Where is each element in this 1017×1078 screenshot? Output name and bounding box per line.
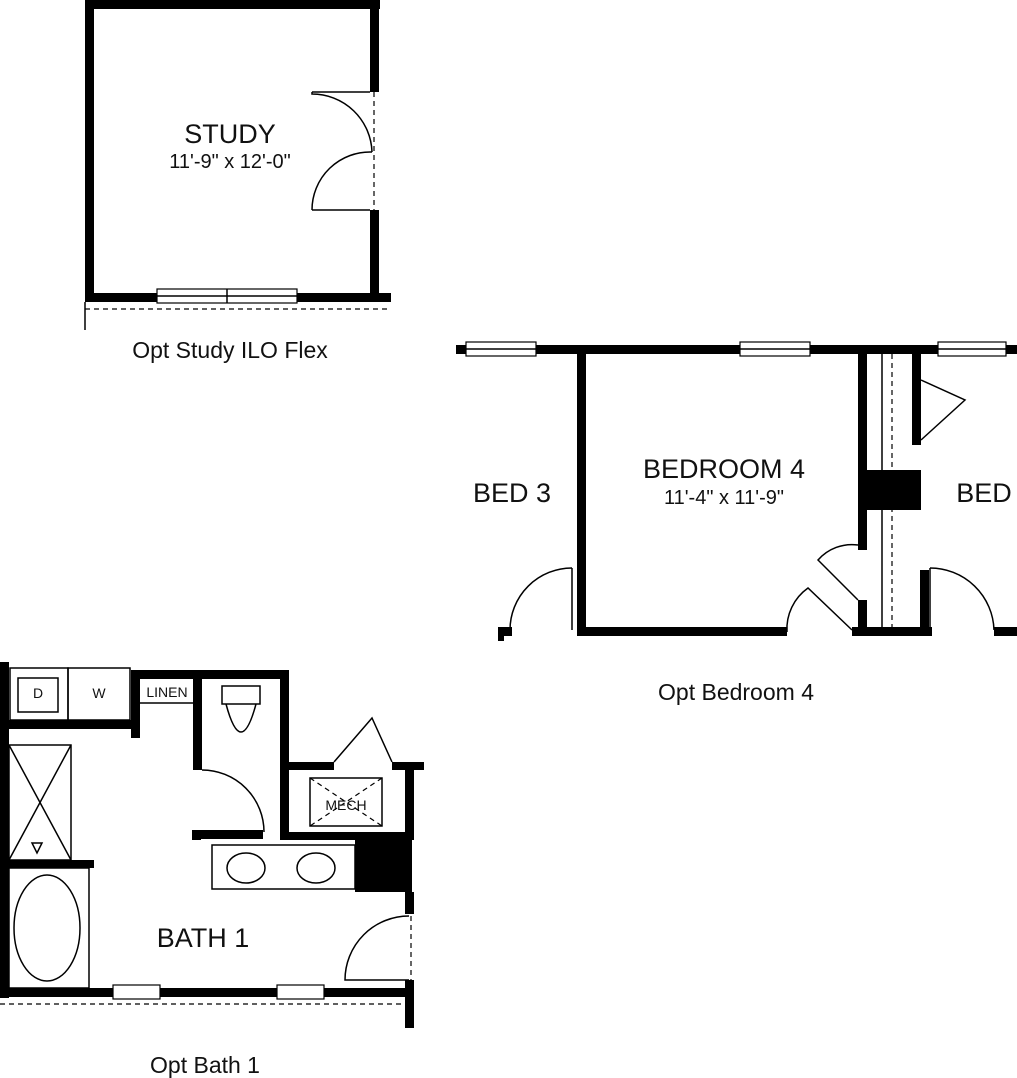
tub-box — [8, 867, 90, 989]
bedroom-plan: BEDROOM 4 11'-4" x 11'-9" BED 3 BED Opt … — [456, 341, 1017, 705]
bedroom-wall-top — [456, 345, 1017, 354]
study-plan: STUDY 11'-9" x 12'-0" Opt Study ILO Flex — [84, 0, 391, 363]
dryer-label: D — [33, 685, 43, 701]
shower-box — [8, 744, 72, 861]
study-wall-left — [85, 0, 94, 302]
bath-wall-laundry-right — [131, 670, 140, 738]
bath-wall-wc-left — [193, 670, 202, 770]
bedroom-wall-bottom-left — [498, 627, 512, 636]
bath-window-right — [276, 984, 325, 1000]
bedroom-wall-left-stub — [498, 627, 504, 641]
vanity-counter — [211, 844, 356, 890]
bedroom-caption: Opt Bedroom 4 — [658, 679, 814, 705]
bath-wall-wc-bottom — [193, 830, 263, 839]
study-dimensions: 11'-9" x 12'-0" — [169, 151, 291, 173]
bath-wall-left — [0, 662, 9, 998]
bed-right-door-swing — [929, 567, 995, 631]
mech-door-swing — [333, 716, 393, 763]
toilet-icon — [221, 685, 261, 733]
bath-wall-mech-right — [405, 762, 414, 840]
study-caption: Opt Study ILO Flex — [132, 337, 328, 363]
bedroom-left-room: BED 3 — [473, 478, 551, 508]
mech-diag-2 — [309, 777, 383, 827]
closet-wall-mass — [860, 470, 920, 510]
sink-left — [226, 852, 266, 884]
bedroom-wall-bottom-far — [994, 627, 1017, 636]
bedroom-dimensions: 11'-4" x 11'-9" — [664, 487, 784, 509]
study-room-name: STUDY — [184, 119, 276, 149]
closet-wall-left — [858, 345, 867, 525]
bath-wall-mech-top — [289, 762, 334, 770]
sink-right — [296, 852, 336, 884]
mech-box — [309, 777, 383, 827]
bedroom-door-swing — [786, 587, 853, 633]
study-wall-top — [85, 0, 380, 9]
study-wall-tick — [236, 0, 241, 9]
study-wall-right-upper — [370, 0, 379, 92]
study-door-swing-lower — [311, 151, 373, 211]
closet-wall-right-bottom — [920, 570, 929, 636]
closet-wall-right-lower — [912, 470, 921, 510]
bath-room-name: BATH 1 — [157, 923, 250, 953]
linen-label: LINEN — [146, 684, 187, 700]
bedroom-wall-left — [577, 345, 586, 635]
mech-label: MECH — [325, 797, 366, 813]
bath-wall-shower-divider — [0, 860, 94, 868]
bedroom-room-name: BEDROOM 4 — [643, 454, 805, 484]
bedroom-wall-bottom-right — [852, 627, 932, 636]
bath-wall-bottom — [0, 988, 414, 997]
bath-wall-top-left — [0, 720, 140, 729]
mech-diag-1 — [309, 777, 383, 827]
bath-wall-mech-bottom — [280, 832, 414, 840]
bath-plan: D W LINEN MECH BATH 1 Opt Bath 1 — [0, 662, 424, 1078]
shower-diag-2 — [8, 744, 72, 861]
bath-wall-linen-top — [131, 670, 289, 679]
closet-wall-left-bottom — [858, 600, 867, 636]
bath-caption: Opt Bath 1 — [150, 1052, 260, 1078]
closet-wall-left-lower — [858, 510, 867, 550]
closet-door-upper — [920, 379, 967, 441]
wc-door-swing — [201, 769, 265, 833]
bath-window-left — [112, 984, 161, 1000]
shower-drain-icon — [30, 842, 44, 855]
washer-label: W — [92, 685, 106, 701]
bath-wall-right-lower — [405, 892, 414, 914]
closet-door-middle — [816, 543, 859, 601]
bedroom-right-room: BED — [956, 478, 1012, 508]
study-door-swing-upper — [311, 92, 373, 153]
bath-wall-mech-mass — [355, 840, 412, 892]
bath-door-swing — [344, 915, 410, 981]
closet-wall-right — [912, 345, 921, 445]
bath-wall-tick-left — [192, 830, 201, 840]
dryer-inner — [17, 677, 59, 713]
tub-basin — [13, 874, 81, 982]
bath-wall-wc-right — [280, 670, 289, 840]
washer-box — [67, 667, 131, 721]
bedroom-wall-bottom — [577, 627, 787, 636]
bed3-door-swing — [509, 567, 573, 631]
study-wall-right-lower — [370, 210, 379, 302]
